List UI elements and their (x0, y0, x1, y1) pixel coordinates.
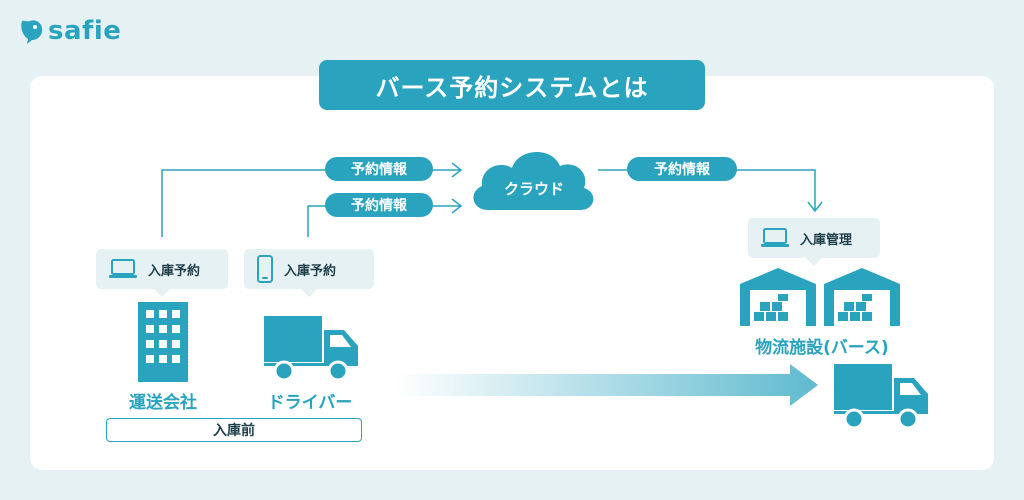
brand-logo: safie (18, 16, 121, 46)
actor-driver-label: ドライバー (267, 393, 353, 413)
carrier-arrow-head (451, 162, 463, 178)
warehouse-icon (740, 268, 900, 326)
bubble-carrier: 入庫予約 (96, 249, 228, 297)
brand-name: safie (48, 16, 122, 46)
driver-arrow-head (451, 198, 463, 214)
truck-icon (264, 316, 358, 382)
bubble-driver-label: 入庫予約 (284, 263, 337, 279)
laptop-icon (761, 228, 789, 247)
flow-label-carrier: 予約情報 (325, 157, 433, 181)
bubble-facility-label: 入庫管理 (800, 232, 853, 248)
actor-facility-label: 物流施設(バース) (755, 338, 889, 358)
bird-logo-icon (21, 20, 43, 44)
cloud-shape (473, 151, 594, 210)
laptop-icon (109, 259, 137, 278)
building-icon (138, 302, 188, 382)
bubble-carrier-label: 入庫予約 (148, 263, 201, 279)
flow-label-facility: 予約情報 (627, 157, 737, 181)
actor-carrier-label: 運送会社 (129, 393, 197, 413)
cloud-label: クラウド (503, 180, 564, 198)
page-title: バース予約システムとは (319, 60, 705, 110)
facility-arrow-head (807, 201, 823, 213)
arrival-gradient-arrow (395, 364, 818, 406)
arrival-truck-icon (834, 364, 928, 430)
stage-label: 入庫前 (106, 418, 362, 442)
bubble-driver: 入庫予約 (244, 249, 374, 297)
bubble-facility: 入庫管理 (748, 218, 880, 266)
smartphone-icon (257, 255, 273, 283)
flow-label-driver: 予約情報 (325, 193, 433, 217)
